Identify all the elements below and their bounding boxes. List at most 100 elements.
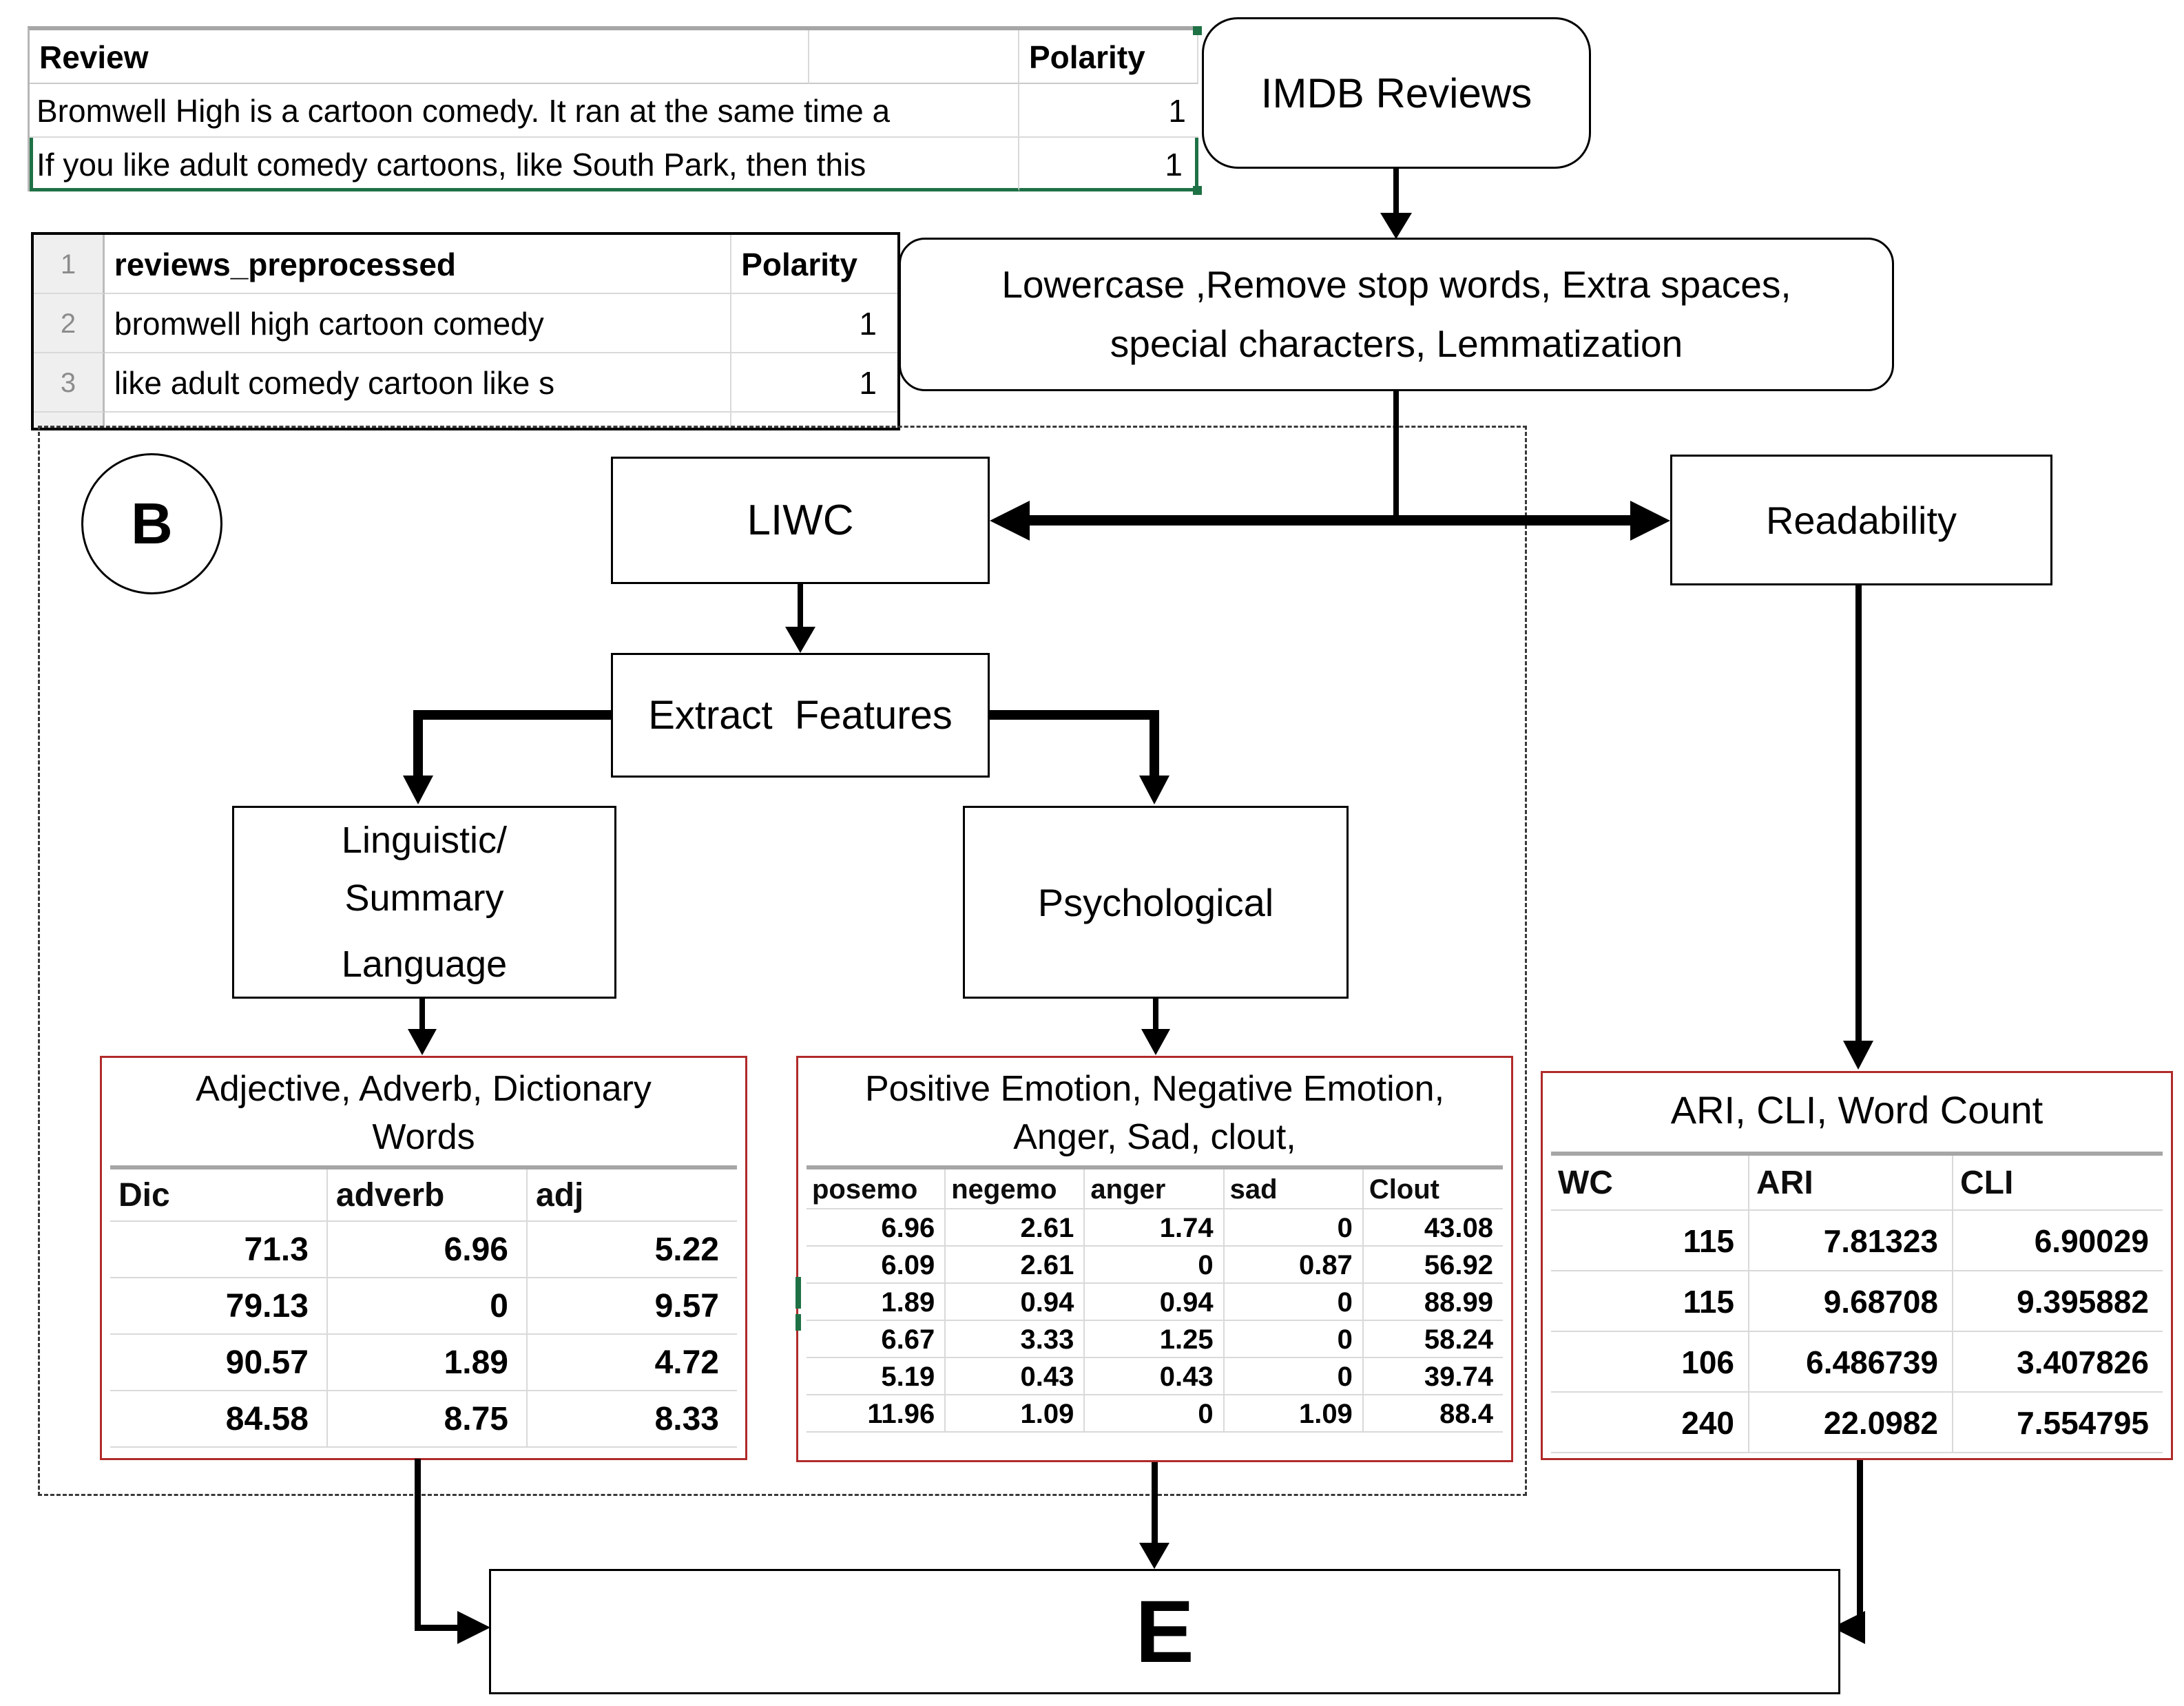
polarity-column-header: Polarity — [1019, 30, 1198, 84]
cell: 79.13 — [110, 1278, 328, 1335]
cell: 1.09 — [1224, 1395, 1364, 1433]
table-row: 6.67 3.33 1.25 0 58.24 — [807, 1321, 1503, 1359]
polarity-header: Polarity — [731, 235, 897, 294]
split-horizontal-line — [1019, 515, 1639, 526]
cell: 84.58 — [110, 1391, 328, 1448]
cell: 8.33 — [528, 1391, 737, 1448]
psychological-label: Psychological — [1037, 880, 1274, 924]
table-header-row: Review Polarity — [30, 30, 1198, 84]
section-b-label: B — [131, 491, 173, 556]
cell: 5.19 — [807, 1358, 946, 1396]
arm-left-line — [413, 710, 611, 720]
arrowhead-down-icon — [1843, 1041, 1873, 1070]
psych-table-title-line1: Positive Emotion, Negative Emotion, — [864, 1069, 1445, 1109]
column-header: Clout — [1363, 1169, 1503, 1210]
cell: 22.0982 — [1749, 1392, 1953, 1453]
cell: 11.96 — [807, 1395, 946, 1433]
cell: 90.57 — [110, 1335, 328, 1392]
arrowhead-left-icon — [990, 501, 1030, 541]
polarity-cell: 1 — [731, 294, 898, 353]
psychological-node: Psychological — [963, 806, 1349, 999]
table-row: 90.57 1.89 4.72 — [110, 1335, 737, 1392]
liwc-label: LIWC — [747, 497, 854, 544]
arrow-linguistic-table-to-output — [415, 1459, 421, 1631]
cell: 88.99 — [1363, 1284, 1503, 1322]
cell: 9.57 — [528, 1278, 737, 1335]
linguistic-label-line2: Summary — [344, 877, 504, 919]
readability-node: Readability — [1670, 455, 2052, 585]
imdb-reviews-node: IMDB Reviews — [1202, 17, 1591, 169]
linguistic-node: Linguistic/ Summary Language — [232, 806, 616, 999]
cell: 3.33 — [946, 1321, 1085, 1359]
psychological-features-table: Positive Emotion, Negative Emotion, Ange… — [795, 1056, 1513, 1462]
preprocess-node: Lowercase ,Remove stop words, Extra spac… — [899, 238, 1894, 391]
review-column-header: Review — [30, 30, 809, 84]
table-row: 2 bromwell high cartoon comedy 1 — [34, 294, 898, 353]
column-header: WC — [1551, 1155, 1749, 1211]
cell: 0.87 — [1224, 1247, 1364, 1284]
table-row: 240 22.0982 7.554795 — [1551, 1392, 2163, 1453]
cell: 0.43 — [946, 1358, 1085, 1396]
arrow-readability-table-to-output — [1857, 1460, 1863, 1631]
table-header-row: WC ARI CLI — [1551, 1155, 2163, 1211]
cell: 0 — [1085, 1247, 1225, 1284]
readability-table-title: ARI, CLI, Word Count — [1670, 1088, 2043, 1132]
cell: 1.89 — [807, 1284, 946, 1322]
cell: 88.4 — [1363, 1395, 1503, 1433]
readability-features-table: ARI, CLI, Word Count WC ARI CLI 115 7.81… — [1541, 1071, 2173, 1460]
column-header: negemo — [946, 1169, 1085, 1210]
cell: 56.92 — [1363, 1247, 1503, 1284]
raw-reviews-table: Review Polarity Bromwell High is a carto… — [28, 26, 1202, 195]
table-header-row: Dic adverb adj — [110, 1169, 737, 1223]
cell: 0 — [327, 1278, 528, 1335]
cell: 0 — [1224, 1358, 1364, 1396]
column-header: anger — [1085, 1169, 1225, 1210]
arrowhead-down-icon — [408, 1029, 437, 1055]
cell: 0 — [1085, 1395, 1225, 1433]
linguistic-label-line3: Language — [341, 944, 508, 985]
empty-column-header — [809, 30, 1019, 84]
polarity-cell: 1 — [1019, 84, 1198, 138]
cell: 0.43 — [1085, 1358, 1225, 1396]
cell: 106 — [1551, 1331, 1749, 1393]
column-header: Dic — [110, 1169, 328, 1223]
section-b-dashed-region — [38, 426, 1527, 1496]
arrowhead-down-icon — [1139, 776, 1169, 804]
cell: 115 — [1551, 1210, 1749, 1271]
review-cell: If you like adult comedy cartoons, like … — [30, 138, 1019, 191]
selection-mark — [795, 1314, 801, 1331]
arrowhead-down-icon — [1380, 213, 1412, 239]
row-number — [34, 413, 105, 428]
arrowhead-right-icon — [1630, 501, 1670, 541]
cell: 1.09 — [946, 1395, 1085, 1433]
linguistic-table-title-line2: Words — [372, 1117, 475, 1158]
row-number: 1 — [34, 235, 105, 294]
polarity-cell: 1 — [731, 353, 898, 413]
output-node: E — [489, 1569, 1840, 1694]
liwc-node: LIWC — [611, 457, 990, 584]
table-row: 1.89 0.94 0.94 0 88.99 — [807, 1284, 1503, 1322]
column-header: ARI — [1749, 1155, 1953, 1211]
cell: 2.61 — [946, 1209, 1085, 1247]
cell: 115 — [1551, 1271, 1749, 1332]
cell: 71.3 — [110, 1222, 328, 1279]
selection-handle — [1193, 186, 1202, 195]
column-header: posemo — [807, 1169, 946, 1210]
section-b-badge: B — [81, 453, 222, 594]
table-row: 79.13 0 9.57 — [110, 1278, 737, 1335]
table-row: 115 7.81323 6.90029 — [1551, 1210, 2163, 1271]
cell: 9.68708 — [1749, 1271, 1953, 1332]
cell: 6.96 — [807, 1209, 946, 1247]
cell: 6.09 — [807, 1247, 946, 1284]
column-header: CLI — [1953, 1156, 2163, 1211]
cell: 1.25 — [1085, 1321, 1225, 1359]
cell: 43.08 — [1363, 1209, 1503, 1247]
preprocess-label-line1: Lowercase ,Remove stop words, Extra spac… — [1001, 263, 1791, 306]
table-row: 84.58 8.75 8.33 — [110, 1391, 737, 1448]
row-number: 3 — [34, 353, 105, 413]
table-row: 6.96 2.61 1.74 0 43.08 — [807, 1209, 1503, 1247]
polarity-cell: 1 — [1019, 138, 1198, 191]
cell: 5.22 — [528, 1222, 737, 1279]
preprocess-label-line2: special characters, Lemmatization — [1110, 322, 1683, 365]
table-row: 3 like adult comedy cartoon like s 1 — [34, 353, 898, 413]
